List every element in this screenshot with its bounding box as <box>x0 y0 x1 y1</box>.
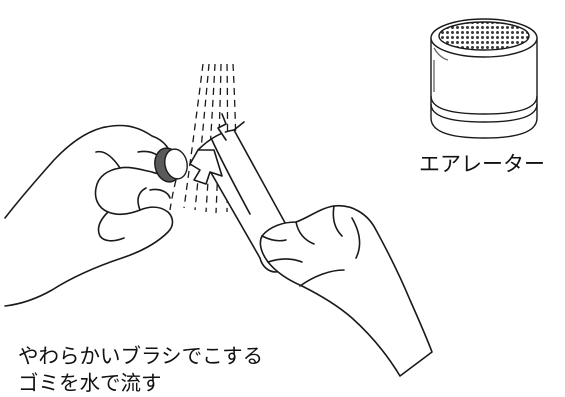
aerator-icon <box>430 18 538 139</box>
left-hand-icon <box>4 124 174 307</box>
aerator-label: エアレーター <box>419 152 545 176</box>
right-hand-icon <box>259 205 433 377</box>
held-aerator-icon <box>154 147 188 183</box>
caption-line-2: ゴミを水で流す <box>18 371 162 395</box>
instruction-caption: やわらかいブラシでこする ゴミを水で流す <box>18 343 263 397</box>
caption-line-1: やわらかいブラシでこする <box>18 344 264 368</box>
